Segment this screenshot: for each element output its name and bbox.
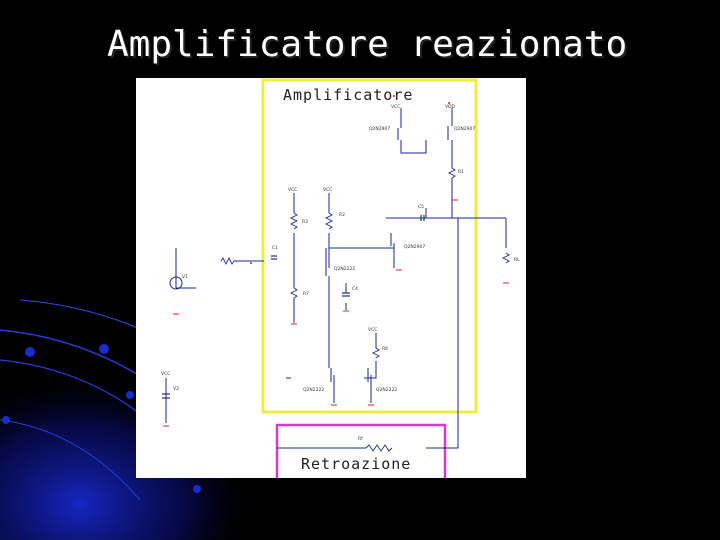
transistor-symbols — [325, 126, 449, 382]
label-q-mid: Q2N2222 — [334, 266, 355, 272]
circuit-wires — [165, 108, 507, 449]
label-vcc-top: VCC — [391, 104, 400, 110]
bullet-dot — [25, 347, 35, 357]
label-r6: R6 — [382, 346, 388, 352]
label-q-out: Q2N2907 — [404, 244, 425, 250]
label-r1: R1 — [458, 169, 464, 175]
label-r3: R3 — [302, 219, 308, 225]
label-vcc-bottom: VCC — [368, 327, 377, 333]
resistor-symbols — [220, 167, 510, 452]
label-v1: V1 — [182, 274, 188, 280]
label-c4: C4 — [352, 286, 358, 292]
bullet-dot — [126, 391, 134, 399]
node-markers — [250, 95, 450, 264]
amplifier-block-label: Amplificatore — [283, 86, 414, 104]
label-r2: R2 — [339, 212, 345, 218]
component-labels: VCC VDD Q2N2907 Q2N2907 R1 VCC VCC R3 R2… — [161, 104, 520, 442]
label-v2: V2 — [173, 386, 179, 392]
bullet-dot — [2, 416, 10, 424]
capacitor-symbols — [162, 215, 425, 399]
label-q-bot-left: Q2N2222 — [303, 387, 324, 393]
label-q-top-right: Q2N2907 — [454, 126, 475, 132]
slide-title: Amplificatore reazionato — [107, 24, 628, 65]
bullet-dot — [99, 344, 109, 354]
label-q-bot-right: Q2N2222 — [376, 387, 397, 393]
ground-symbols — [163, 199, 509, 427]
label-rf: Rf — [358, 436, 363, 442]
circuit-schematic: VCC VDD Q2N2907 Q2N2907 R1 VCC VCC R3 R2… — [136, 78, 526, 478]
label-vcc-v2: VCC — [161, 371, 170, 377]
label-vcc-mid: VCC — [323, 187, 332, 193]
label-rl: RL — [514, 257, 520, 263]
v1-source-symbol — [169, 276, 183, 290]
label-q-top-left: Q2N2907 — [369, 126, 390, 132]
feedback-block-label: Retroazione — [301, 455, 412, 473]
bullet-dot — [193, 485, 201, 493]
label-c5: C5 — [418, 204, 424, 210]
feedback-block — [275, 423, 447, 478]
label-r7: R7 — [303, 291, 309, 297]
label-vcc-left: VCC — [288, 187, 297, 193]
amplifier-block — [261, 78, 478, 414]
label-c1: C1 — [272, 245, 278, 251]
label-vdd-top: VDD — [445, 104, 456, 110]
